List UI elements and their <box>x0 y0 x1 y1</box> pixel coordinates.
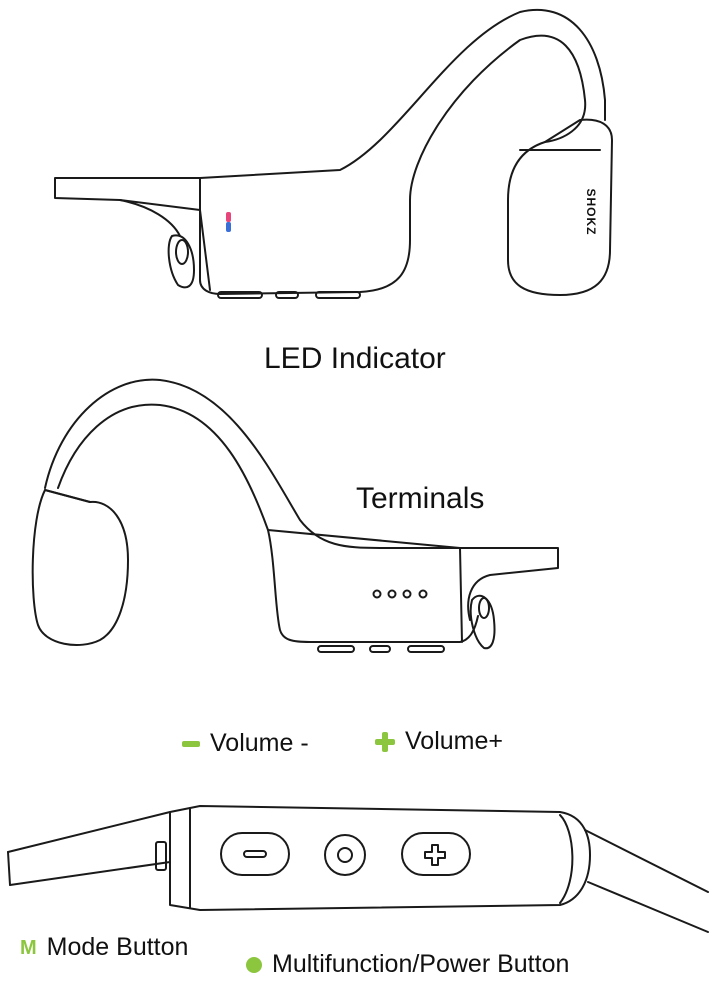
terminal-dot-2 <box>387 589 397 599</box>
terminal-dot-3 <box>402 589 412 599</box>
bottom-button-center <box>275 291 299 299</box>
bottom-button-right-2 <box>407 645 445 653</box>
volume-minus-button <box>220 832 290 876</box>
right-pod-outline <box>507 118 613 296</box>
body-outline <box>199 9 606 179</box>
bottom-button-center-2 <box>369 645 391 653</box>
left-arm-outline <box>54 177 201 211</box>
bottom-button-right <box>315 291 361 299</box>
terminal-dot-1 <box>372 589 382 599</box>
button-housing-outline <box>169 805 591 911</box>
bottom-button-left-2 <box>317 645 355 653</box>
band-outline <box>44 378 559 621</box>
terminal-dot-4 <box>418 589 428 599</box>
left-pod-outline <box>31 489 129 646</box>
volume-plus-button <box>401 832 471 876</box>
led-indicator-light-bottom <box>226 222 231 232</box>
plus-icon <box>375 732 395 753</box>
legend-volume-minus: Volume - <box>182 731 309 756</box>
bottom-button-left <box>217 291 263 299</box>
led-indicator-label: LED Indicator <box>264 342 446 375</box>
multifunction-power-button <box>324 834 366 876</box>
led-indicator-light-top <box>226 212 231 222</box>
dot-icon <box>246 957 262 974</box>
minus-icon <box>182 741 200 748</box>
mode-port <box>155 841 167 871</box>
mode-marker-icon: M <box>20 937 37 960</box>
legend-volume-plus: Volume+ <box>375 729 503 754</box>
legend-multifunction-button: Multifunction/Power Button <box>246 952 569 977</box>
terminals-label: Terminals <box>356 482 485 515</box>
